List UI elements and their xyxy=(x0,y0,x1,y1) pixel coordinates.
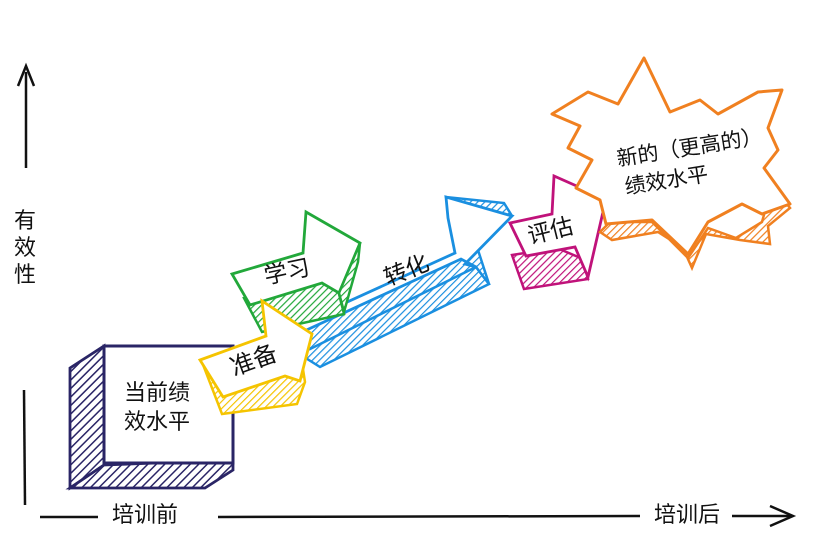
current-level-line2: 效水平 xyxy=(124,410,190,435)
y-axis xyxy=(16,62,36,506)
x-axis xyxy=(40,504,797,528)
y-axis-label: 有效性 xyxy=(13,209,36,288)
new-level-burst xyxy=(550,56,792,272)
current-level-line1: 当前绩 xyxy=(124,381,190,406)
x-axis-start-label: 培训前 xyxy=(106,503,185,529)
x-axis-arrow-icon xyxy=(769,504,797,528)
evaluate-arrow xyxy=(507,173,608,291)
y-axis-arrow-icon xyxy=(16,62,36,87)
x-axis-end-label: 培训后 xyxy=(648,503,727,529)
transfer-arrow xyxy=(286,195,515,369)
prepare-arrow xyxy=(197,298,314,416)
